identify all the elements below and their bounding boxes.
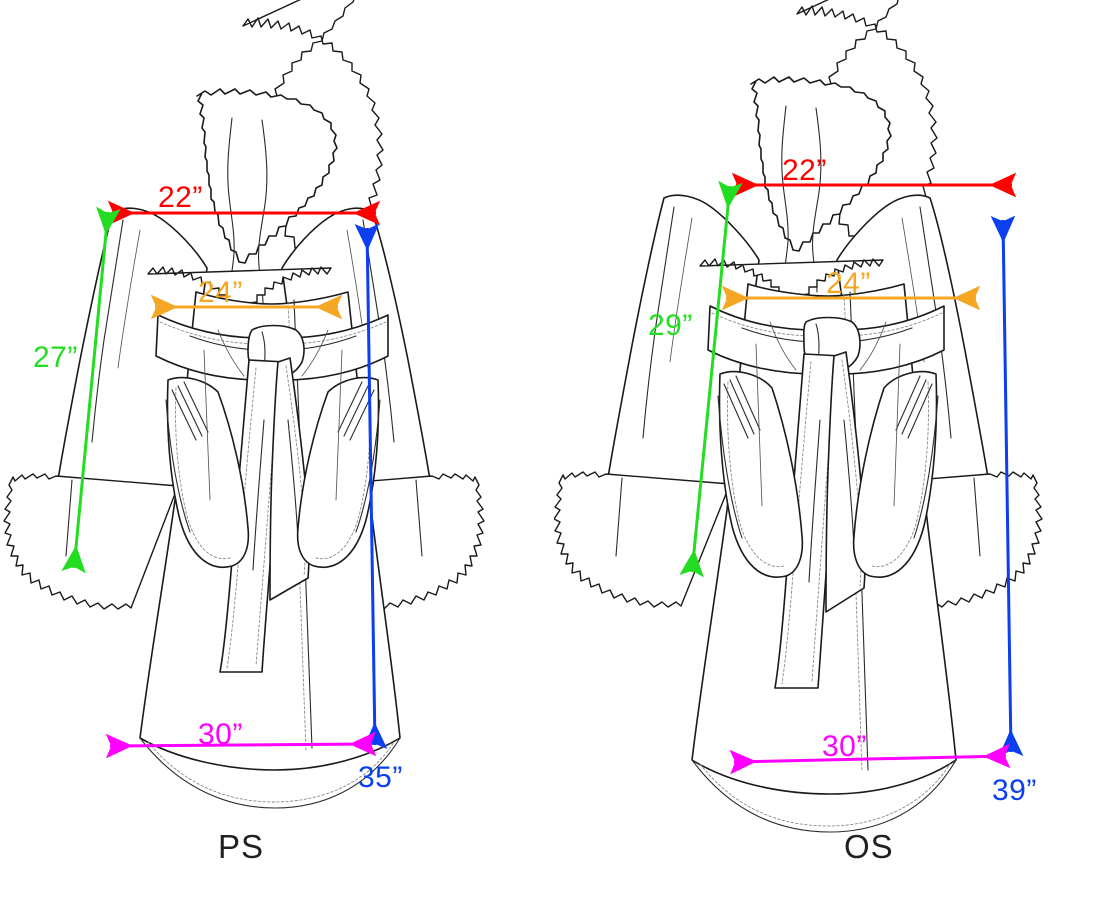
dimension-label-sleeve-ps: 27”: [33, 341, 78, 374]
dimension-label-hem-os: 30”: [822, 730, 867, 763]
coat-diagram-ps: 22” 27” 24” 35” 30” PS: [3, 0, 485, 865]
dimension-label-length-os: 39”: [992, 774, 1037, 807]
dimension-label-sleeve-os: 29”: [648, 309, 693, 342]
coat-illustration-os: 22” 29” 24” 39” 30”: [554, 0, 1043, 833]
dimension-label-bust-os: 24”: [826, 267, 871, 300]
dimension-label-hem-ps: 30”: [198, 718, 243, 751]
dimension-label-length-ps: 35”: [358, 761, 403, 794]
body-seams-os: [755, 321, 901, 507]
dimension-arrow-sleeve-os: [679, 180, 743, 578]
coat-diagram-os: 22” 29” 24” 39” 30” OS: [554, 0, 1108, 900]
dimension-label-shoulder-ps: 22”: [158, 181, 203, 214]
size-label-os: OS: [844, 828, 894, 865]
dimension-arrow-hem-ps: [105, 731, 377, 759]
coat-illustration-ps: 22” 27” 24” 35” 30”: [3, 0, 485, 809]
size-label-ps: PS: [218, 828, 265, 865]
dimension-arrow-length-ps: [354, 223, 388, 750]
left-fur-cuff-ps: [3, 473, 179, 610]
dimension-label-bust-ps: 24”: [198, 276, 243, 309]
body-seams-ps: [203, 329, 343, 501]
dimension-label-shoulder-os: 22”: [782, 154, 827, 187]
dimension-arrow-length-os: [990, 215, 1024, 757]
dimension-arrow-sleeve-ps: [61, 206, 121, 574]
left-fur-cuff-os: [554, 471, 731, 608]
dimension-arrow-hem-os: [729, 743, 1011, 775]
